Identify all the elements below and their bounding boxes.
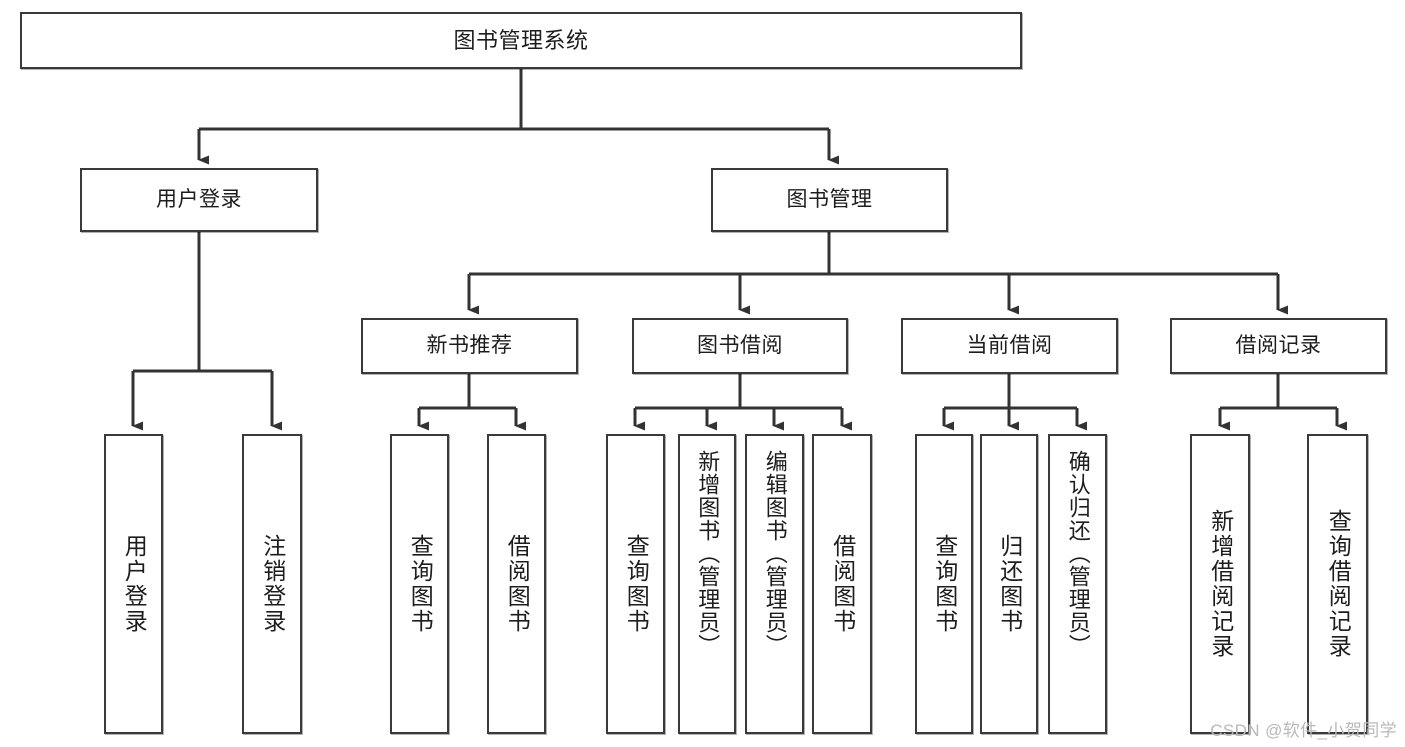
- node-leaf-borrow-book[interactable]: 借阅图书: [812, 434, 872, 734]
- node-leaf-confirm-return-admin[interactable]: 确认归还（管理员）: [1048, 434, 1107, 734]
- node-label: 注销登录: [259, 534, 286, 634]
- node-label: 查询图书: [931, 534, 958, 634]
- node-label: 查询图书: [623, 534, 650, 634]
- node-label: 编辑图书（管理员）: [762, 450, 788, 657]
- node-book-borrow[interactable]: 图书借阅: [632, 318, 848, 374]
- node-label: 新增借阅记录: [1207, 509, 1234, 659]
- node-label: 用户登录: [121, 534, 148, 634]
- node-label: 当前借阅: [966, 333, 1053, 357]
- node-leaf-borrow-book-recommend[interactable]: 借阅图书: [487, 434, 546, 734]
- node-leaf-query-book-recommend[interactable]: 查询图书: [390, 434, 449, 734]
- node-borrow-records[interactable]: 借阅记录: [1170, 318, 1387, 374]
- node-leaf-query-borrow-record[interactable]: 查询借阅记录: [1307, 434, 1368, 734]
- node-leaf-logout-login[interactable]: 注销登录: [242, 434, 302, 734]
- node-label: 图书管理系统: [453, 27, 589, 53]
- node-label: 查询图书: [407, 534, 434, 634]
- node-leaf-query-book-current[interactable]: 查询图书: [915, 434, 973, 734]
- node-current-borrow[interactable]: 当前借阅: [901, 318, 1118, 374]
- node-label: 新书推荐: [426, 333, 513, 357]
- node-label: 查询借阅记录: [1325, 509, 1352, 659]
- node-leaf-query-book-borrow[interactable]: 查询图书: [606, 434, 665, 734]
- watermark-text: CSDN @软件_小贺同学: [1210, 721, 1397, 740]
- node-new-book-recommend[interactable]: 新书推荐: [361, 318, 578, 374]
- node-label: 借阅记录: [1235, 333, 1322, 357]
- node-root-system[interactable]: 图书管理系统: [20, 12, 1022, 69]
- node-book-management[interactable]: 图书管理: [711, 168, 948, 232]
- node-leaf-return-book[interactable]: 归还图书: [980, 434, 1038, 734]
- node-user-login[interactable]: 用户登录: [80, 168, 318, 232]
- node-leaf-edit-book-admin[interactable]: 编辑图书（管理员）: [745, 434, 804, 734]
- node-label: 用户登录: [156, 187, 242, 211]
- node-label: 借阅图书: [829, 534, 856, 634]
- node-leaf-add-book-admin[interactable]: 新增图书（管理员）: [678, 434, 736, 734]
- node-label: 归还图书: [996, 534, 1023, 634]
- node-leaf-add-borrow-record[interactable]: 新增借阅记录: [1190, 434, 1250, 734]
- node-label: 图书借阅: [697, 333, 783, 357]
- node-leaf-user-login[interactable]: 用户登录: [104, 434, 163, 734]
- node-label: 借阅图书: [504, 534, 531, 634]
- node-label: 新增图书（管理员）: [695, 450, 721, 657]
- node-label: 确认归还（管理员）: [1065, 450, 1091, 657]
- node-label: 图书管理: [786, 187, 873, 211]
